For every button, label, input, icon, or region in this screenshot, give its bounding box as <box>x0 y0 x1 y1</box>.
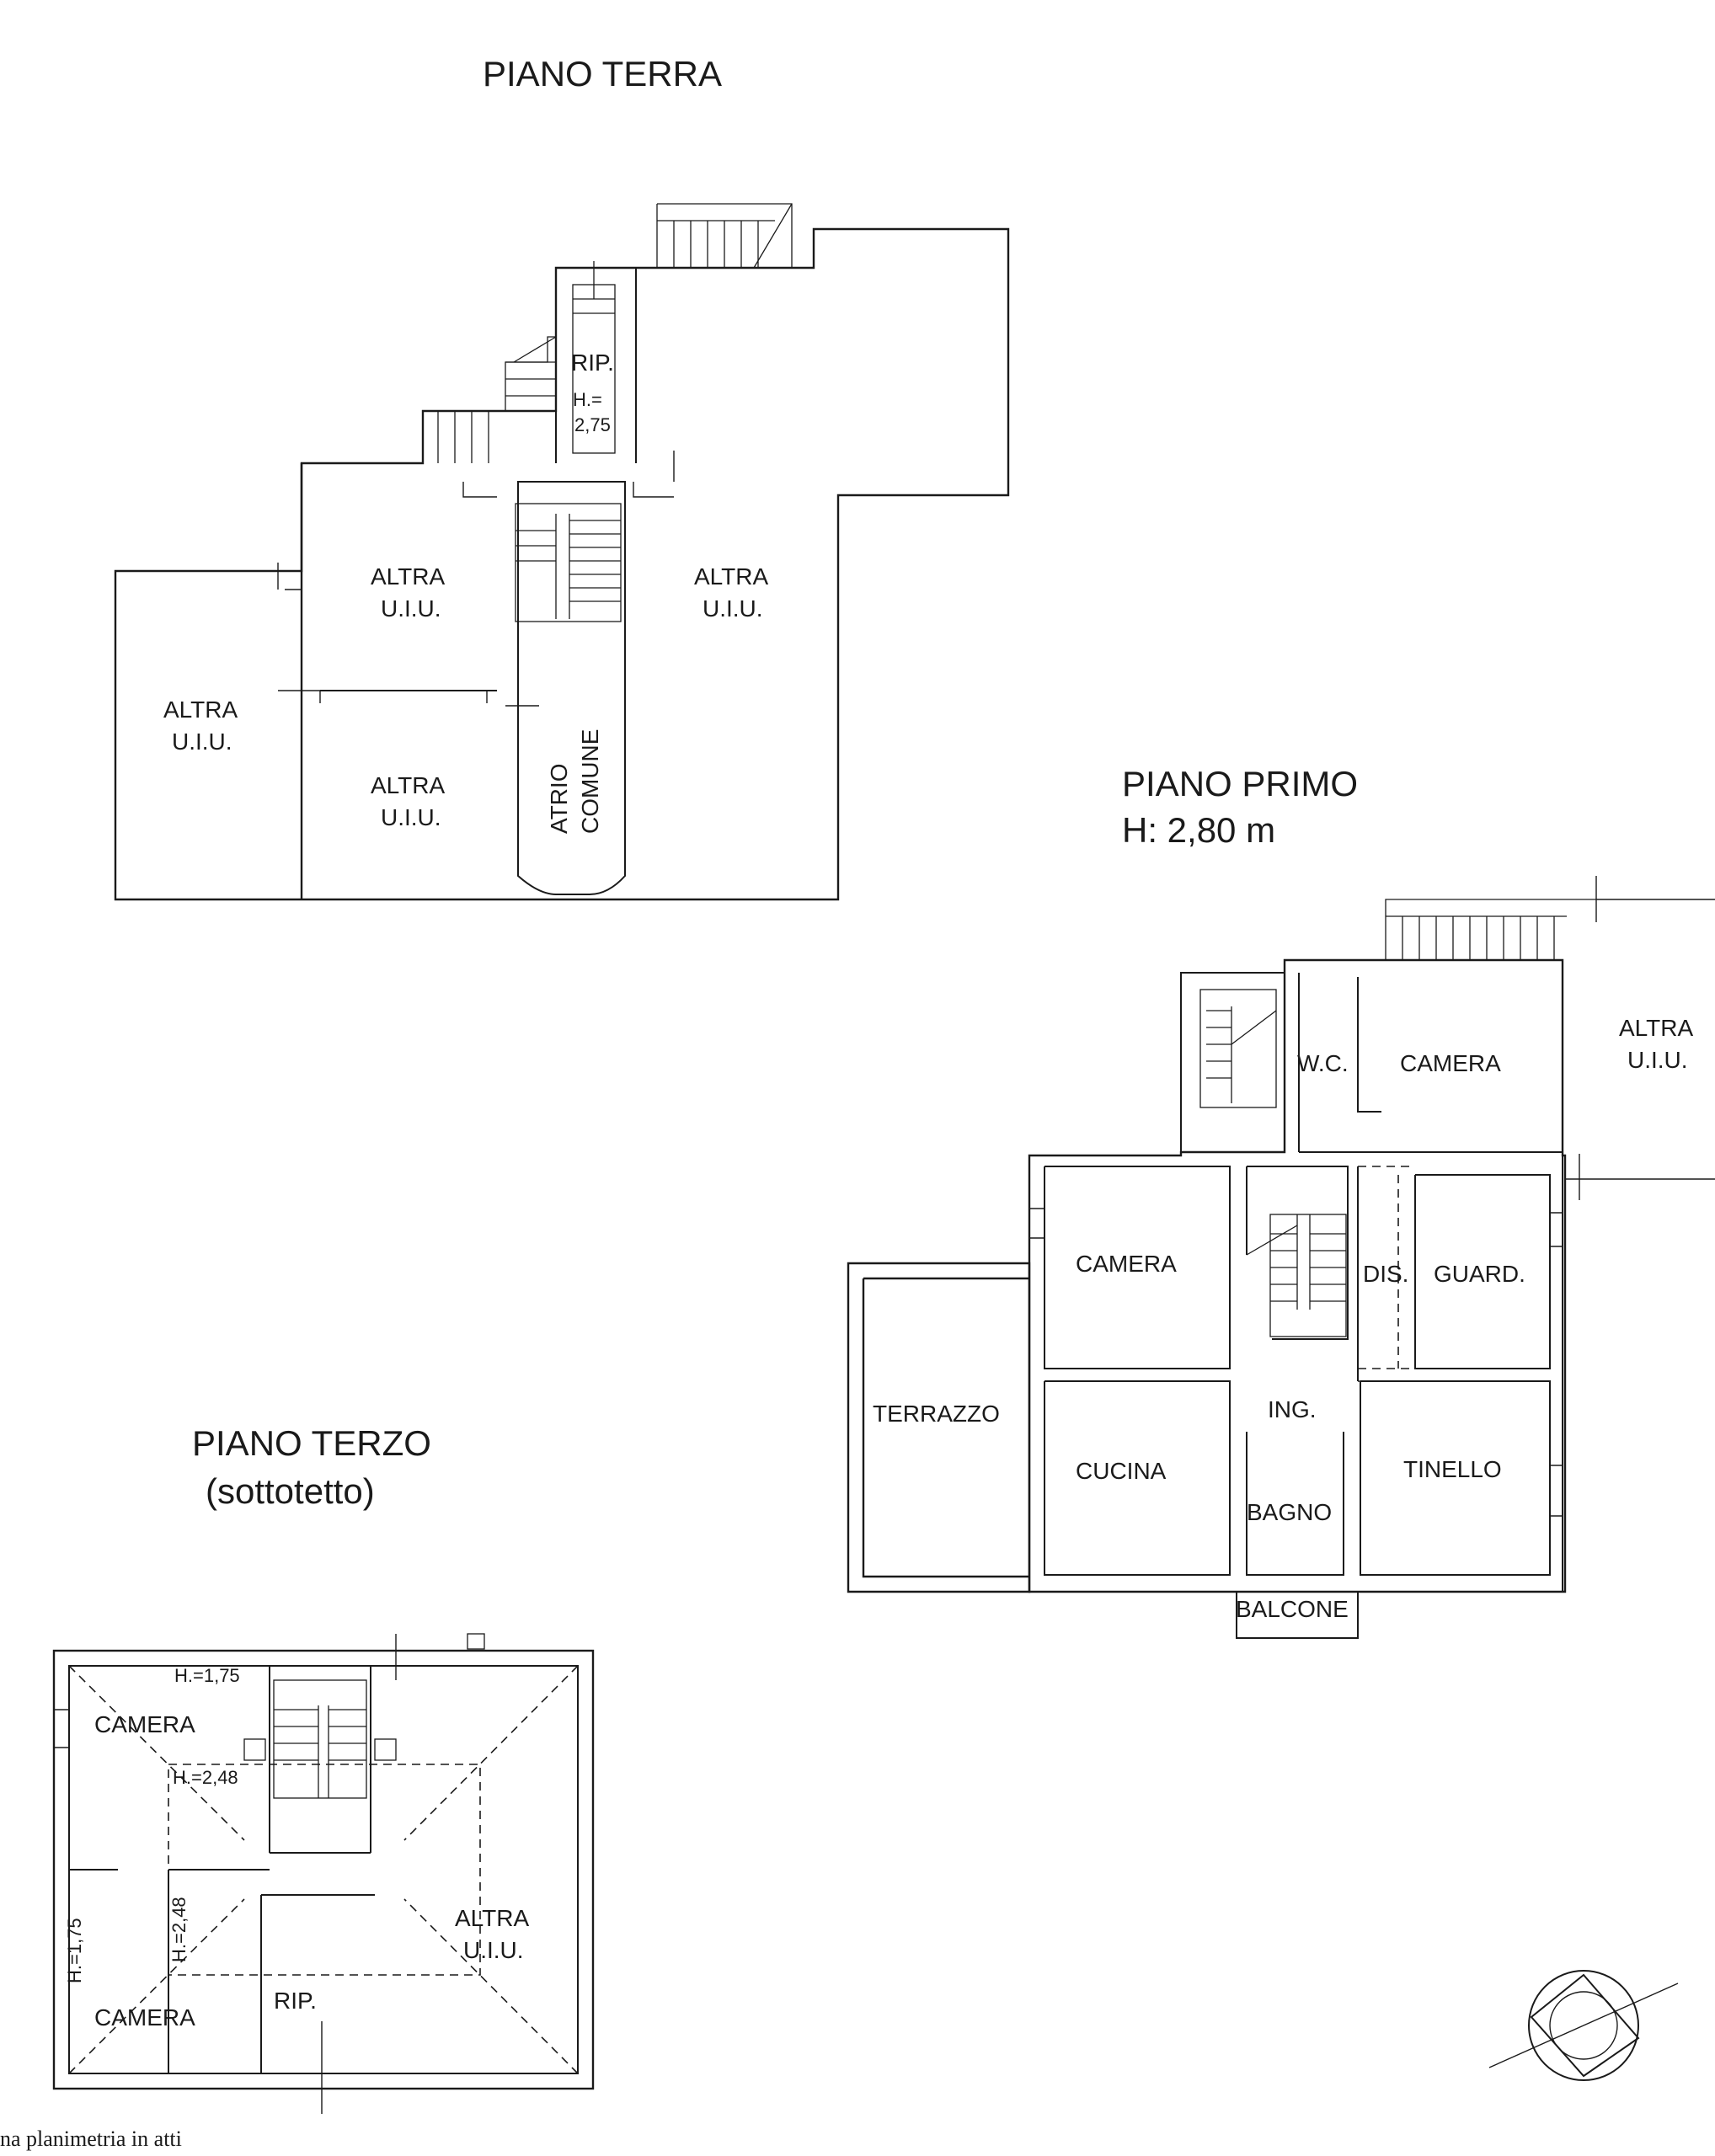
pp-right-neighbor <box>1565 876 1715 1200</box>
title-piano-terzo: PIANO TERZO <box>192 1423 431 1463</box>
pt3-camera-2: CAMERA <box>94 2004 195 2031</box>
pt3-outline <box>52 1649 595 2090</box>
pt-rip-h1: H.= <box>573 389 602 410</box>
pp-central-stair <box>1246 1214 1347 1337</box>
pp-dashed-passages <box>1358 1166 1415 1382</box>
top-external-stair <box>656 203 793 269</box>
door-marks-terra <box>277 451 675 707</box>
pt3-chimney <box>467 1633 485 1650</box>
pt-rip-h2: 2,75 <box>574 414 611 435</box>
pp-dis: DIS. <box>1363 1261 1408 1287</box>
pp-tinello: TINELLO <box>1403 1456 1502 1482</box>
pt3-h175-top: H.=1,75 <box>174 1665 240 1686</box>
piano-primo-plan: W.C. CAMERA ALTRA U.I.U. CAMERA DIS. GUA… <box>847 876 1715 1639</box>
pt3-h248-a: H.=2,48 <box>173 1767 238 1788</box>
piano-terra-plan: RIP. H.= 2,75 ALTRA U.I.U. ALTRA U.I.U. … <box>114 203 1010 901</box>
pt-rip-label: RIP. <box>571 350 614 376</box>
pt-atrio: ATRIO <box>546 764 572 834</box>
pt3-h175-left: H.=1,75 <box>64 1918 85 1983</box>
rip-staircase <box>572 261 616 454</box>
pp-bagno: BAGNO <box>1247 1499 1332 1525</box>
pp-wc: W.C. <box>1297 1050 1349 1076</box>
pt-altra-3: ALTRA <box>163 696 238 723</box>
pt-uiu-1: U.I.U. <box>381 595 441 622</box>
pt3-interior-walls <box>69 1665 375 2073</box>
north-arrow-icon <box>1488 1970 1679 2081</box>
pp-uiu: U.I.U. <box>1627 1047 1688 1073</box>
pp-terrazzo <box>847 1262 1031 1593</box>
title-piano-primo: PIANO PRIMO <box>1122 764 1358 803</box>
pt3-camera-1: CAMERA <box>94 1711 195 1737</box>
pp-camera-1: CAMERA <box>1400 1050 1501 1076</box>
pp-window-marks <box>1029 959 1563 1593</box>
pp-guard: GUARD. <box>1434 1261 1525 1287</box>
pp-altra: ALTRA <box>1619 1015 1693 1041</box>
piano-terra-outline <box>114 227 1010 901</box>
pp-cucina: CUCINA <box>1076 1458 1167 1484</box>
title-piano-terra: PIANO TERRA <box>483 54 722 93</box>
pp-top-stair <box>1385 899 1596 960</box>
upper-stair-box <box>422 268 637 463</box>
pt3-window-marks <box>54 1650 497 2074</box>
atrio-corridor <box>517 481 626 895</box>
pp-interior-walls <box>1044 973 1563 1592</box>
left-external-stair <box>423 336 557 463</box>
pp-balcone-label: BALCONE <box>1236 1596 1349 1622</box>
pt-altra-2: ALTRA <box>694 563 768 590</box>
central-staircase <box>515 503 622 622</box>
pt-comune: COMUNE <box>577 729 603 834</box>
pt-altra-4: ALTRA <box>371 772 445 798</box>
pt3-staircase <box>243 1679 397 1799</box>
title-piano-primo-height: H: 2,80 m <box>1122 810 1275 850</box>
piano-primo-outline <box>1028 958 1567 1593</box>
pt3-altra: ALTRA <box>455 1905 529 1931</box>
pt3-uiu: U.I.U. <box>463 1937 524 1963</box>
pp-terrazzo-label: TERRAZZO <box>873 1401 1000 1427</box>
pt-uiu-3: U.I.U. <box>172 728 232 755</box>
piano-terzo-plan: H.=1,75 CAMERA H.=2,48 H.=2,48 H.=1,75 C… <box>52 1633 595 2114</box>
pt3-h248-b: H.=2,48 <box>168 1897 190 1962</box>
pt3-rip: RIP. <box>274 1988 317 2014</box>
pt-uiu-2: U.I.U. <box>703 595 763 622</box>
pp-balcone <box>1236 1592 1359 1639</box>
pp-left-stair <box>1180 972 1285 1152</box>
footer-note: na planimetria in atti <box>0 2127 182 2151</box>
pp-ing: ING. <box>1268 1396 1317 1422</box>
title-piano-terzo-sub: (sottotetto) <box>206 1471 375 1511</box>
pp-camera-2: CAMERA <box>1076 1251 1177 1277</box>
pt-altra-1: ALTRA <box>371 563 445 590</box>
pt-uiu-4: U.I.U. <box>381 804 441 830</box>
